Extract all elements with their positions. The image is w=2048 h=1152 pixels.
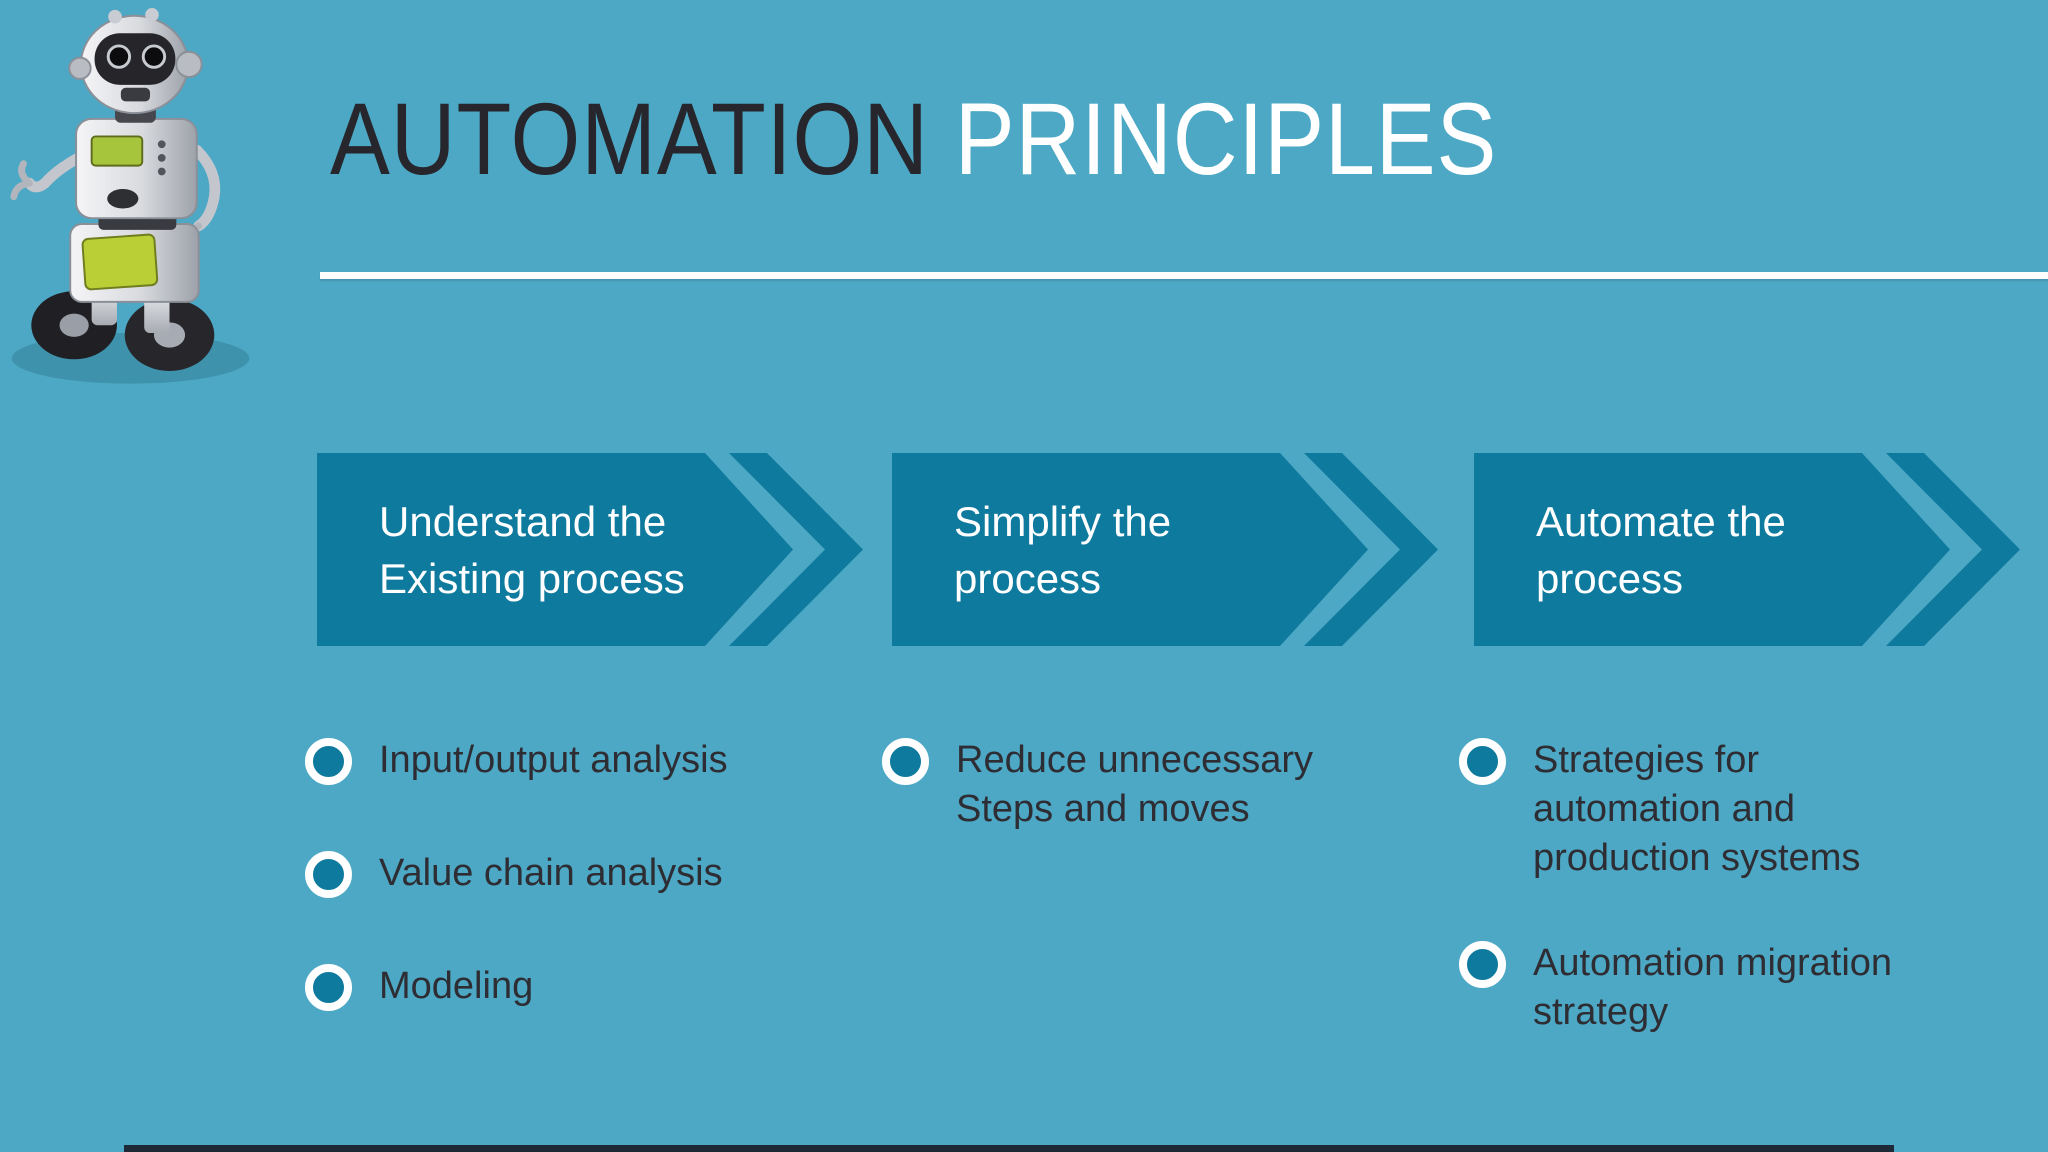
bullet-text: Reduce unnecessary Steps and moves [956, 739, 1313, 830]
list-item: Strategies for automation and production… [1459, 736, 1939, 883]
footer-bar [124, 1145, 1894, 1152]
bullet-circle-icon [305, 851, 352, 898]
arrow-label-line2: Existing process [379, 554, 685, 602]
arrow-label: Simplify the process [954, 453, 1294, 646]
title-word-light: PRINCIPLES [954, 82, 1498, 196]
bullet-circle-icon [882, 738, 929, 785]
robot-icon [10, 7, 250, 384]
bullet-circle-icon [305, 964, 352, 1011]
bullet-list-step-1: Input/output analysis Value chain analys… [305, 736, 825, 1075]
process-step-arrow-1: Understand the Existing process [317, 453, 877, 646]
bullet-text: Value chain analysis [379, 852, 723, 894]
process-step-arrow-2: Simplify the process [892, 453, 1452, 646]
arrow-label-line1: Automate the [1536, 497, 1786, 545]
bullet-text: Modeling [379, 965, 534, 1007]
bullet-circle-icon [305, 738, 352, 785]
bullet-list-step-3: Strategies for automation and production… [1459, 736, 1939, 1093]
arrow-label-line1: Understand the [379, 497, 667, 545]
arrow-label: Understand the Existing process [379, 453, 719, 646]
arrow-label-line2: process [954, 554, 1102, 602]
bullet-circle-icon [1459, 941, 1506, 988]
list-item: Automation migration strategy [1459, 939, 1939, 1037]
process-step-arrow-3: Automate the process [1474, 453, 2034, 646]
robot-mascot-image [6, 6, 298, 402]
list-item: Value chain analysis [305, 849, 825, 898]
list-item: Input/output analysis [305, 736, 825, 785]
chevron-arrow-icon [1474, 453, 2020, 646]
list-item: Reduce unnecessary Steps and moves [882, 736, 1352, 834]
page-title: AUTOMATION PRINCIPLES [330, 78, 1497, 200]
bullet-text: Input/output analysis [379, 739, 728, 781]
bullet-text: Automation migration strategy [1533, 942, 1893, 1033]
arrow-label-line1: Simplify the [954, 497, 1172, 545]
bullet-circle-icon [1459, 738, 1506, 785]
title-underline [320, 272, 2048, 279]
arrow-label: Automate the process [1536, 453, 1876, 646]
chevron-arrow-icon [317, 453, 863, 646]
bullet-list-step-2: Reduce unnecessary Steps and moves [882, 736, 1352, 894]
bullet-text: Strategies for automation and production… [1533, 739, 1861, 879]
arrow-label-line2: process [1536, 554, 1684, 602]
title-word-dark: AUTOMATION [330, 82, 929, 196]
chevron-arrow-icon [892, 453, 1438, 646]
list-item: Modeling [305, 962, 825, 1011]
